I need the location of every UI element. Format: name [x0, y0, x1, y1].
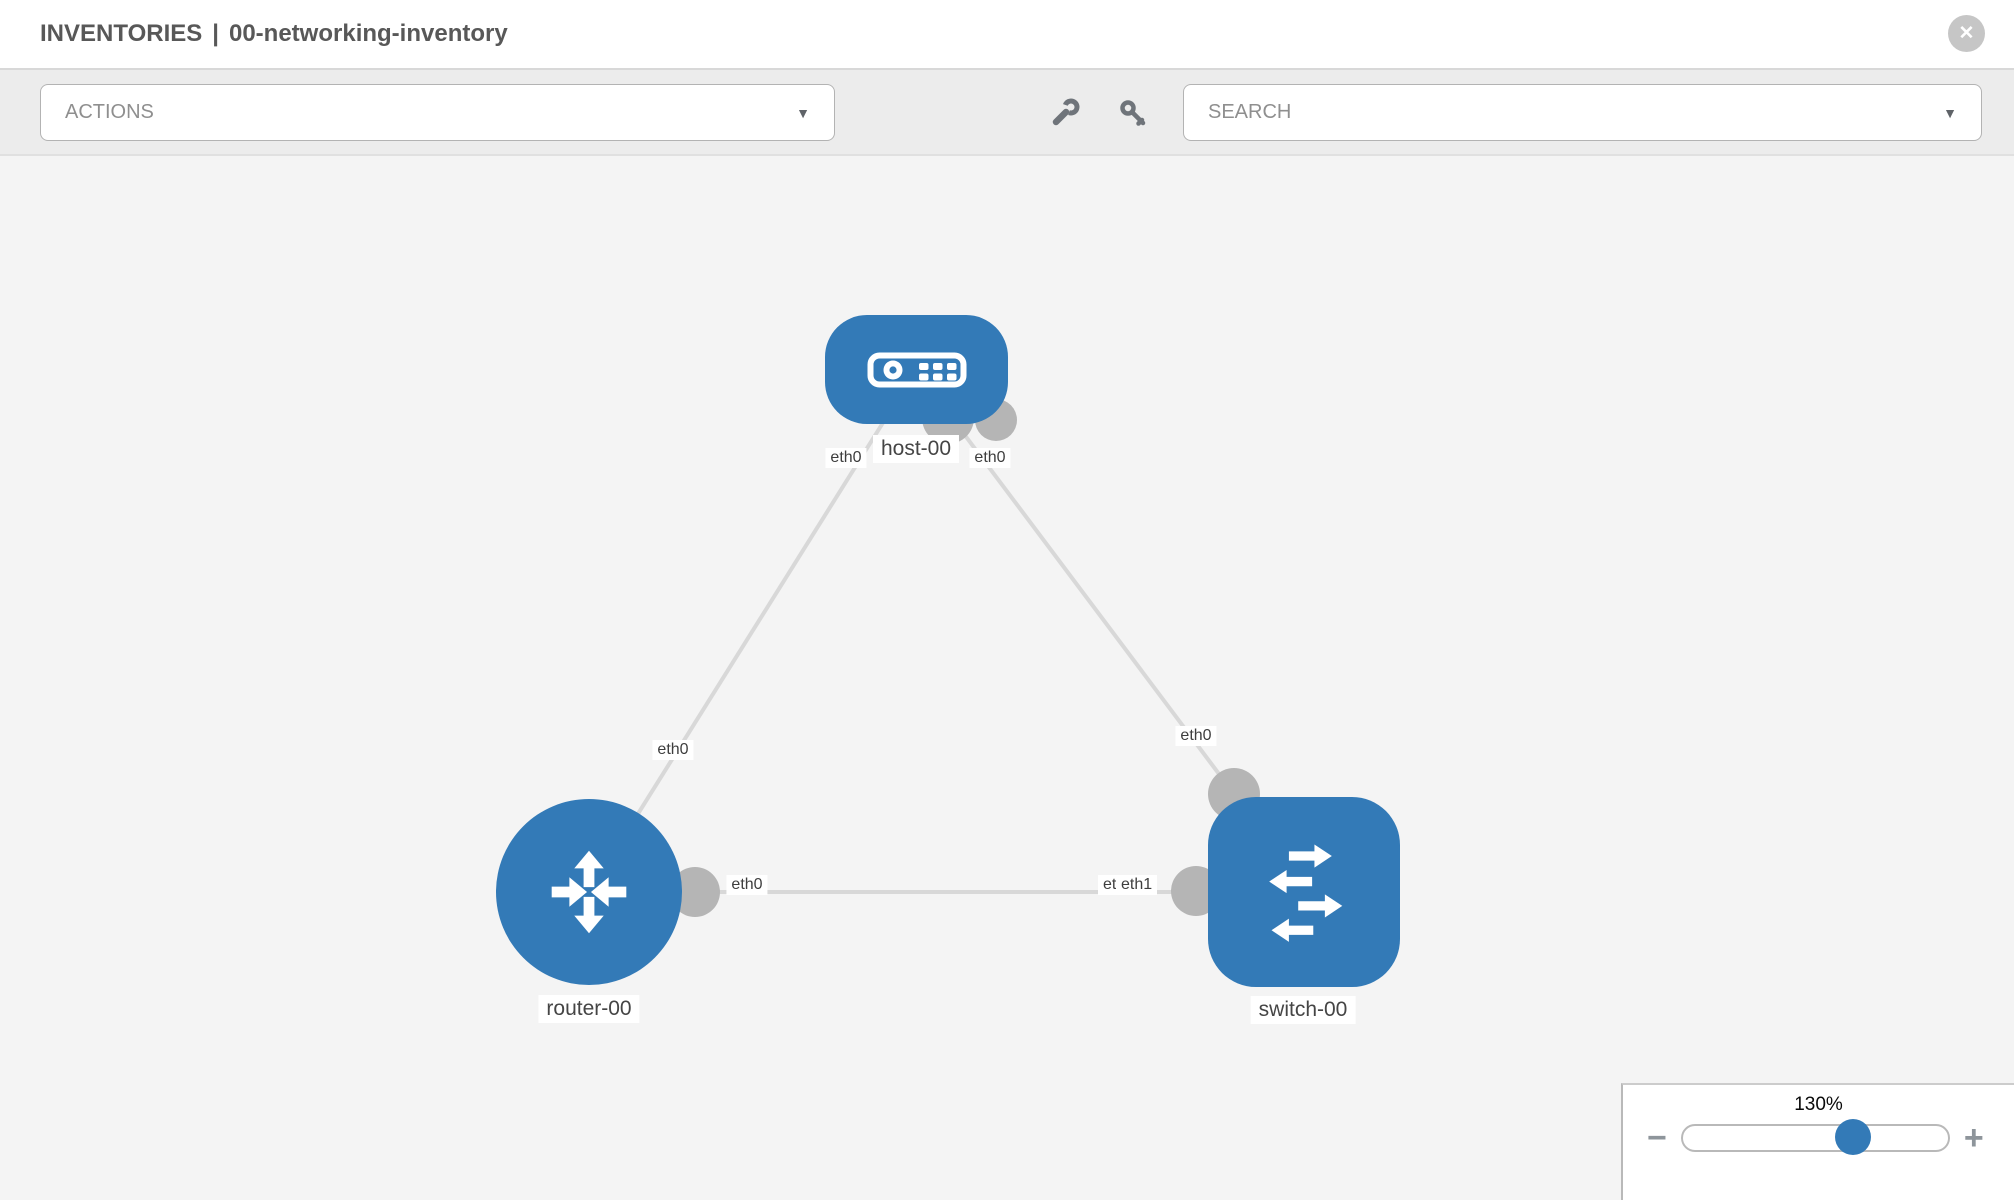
key-icon: [1120, 100, 1146, 126]
plus-icon: +: [1963, 1119, 1984, 1157]
edges-layer: [587, 368, 1304, 917]
port-circle: [670, 867, 720, 917]
interface-label: eth0: [825, 448, 867, 468]
router-icon: [551, 850, 627, 934]
search-placeholder: SEARCH: [1208, 101, 1292, 123]
interface-label: eth1: [1116, 875, 1158, 895]
interface-label: eth0: [1175, 726, 1217, 746]
zoom-in-button[interactable]: +: [1964, 1121, 1984, 1155]
chevron-down-icon: ▼: [796, 104, 810, 121]
zoom-level: 130%: [1794, 1094, 1843, 1115]
topology-canvas[interactable]: host-00 router-00 switch-00 eth0 eth0 et…: [0, 156, 2014, 1200]
interface-label: eth0: [969, 448, 1011, 468]
interface-label: eth0: [652, 740, 694, 760]
page-header: INVENTORIES | 00-networking-inventory ✕: [0, 0, 2014, 70]
breadcrumb-section: INVENTORIES: [40, 20, 203, 47]
zoom-out-button[interactable]: −: [1647, 1121, 1667, 1155]
zoom-panel: 130% − +: [1621, 1083, 2014, 1200]
node-label-host: host-00: [872, 435, 960, 463]
node-switch-00[interactable]: [1208, 797, 1400, 987]
inventory-name: 00-networking-inventory: [228, 20, 508, 47]
search-dropdown[interactable]: SEARCH ▼: [1183, 84, 1982, 141]
actions-dropdown[interactable]: ACTIONS ▼: [40, 84, 835, 141]
minus-icon: −: [1647, 1119, 1667, 1157]
close-button[interactable]: ✕: [1948, 15, 1985, 52]
node-host-00[interactable]: [825, 315, 1008, 424]
close-icon: ✕: [1958, 23, 1975, 44]
breadcrumb-separator: |: [212, 20, 219, 47]
key-button[interactable]: [1117, 97, 1149, 129]
actions-label: ACTIONS: [65, 101, 154, 123]
zoom-slider-handle[interactable]: [1834, 1119, 1871, 1155]
node-label-router: router-00: [538, 995, 640, 1023]
chevron-down-icon: ▼: [1943, 104, 1957, 121]
configure-tools-button[interactable]: [1049, 97, 1081, 129]
node-label-switch: switch-00: [1250, 996, 1356, 1024]
zoom-slider-track[interactable]: [1680, 1119, 1950, 1155]
edge-host-switch: [914, 368, 1236, 796]
page-title: INVENTORIES | 00-networking-inventory: [40, 0, 508, 68]
host-icon: [867, 352, 966, 387]
node-router-00[interactable]: [496, 799, 682, 985]
switch-icon: [1269, 844, 1343, 942]
interface-label: eth0: [726, 875, 768, 895]
wrench-icon: [1052, 98, 1080, 126]
toolbar: ACTIONS ▼ SEARCH ▼: [0, 70, 2014, 156]
